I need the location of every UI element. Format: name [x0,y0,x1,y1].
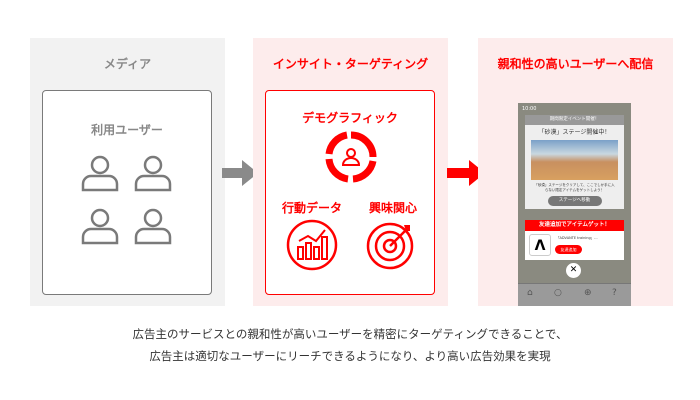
event-body: 「砂漠」ステージをクリアして、ここでしか手に入らない限定アイテムをゲットしよう！ [534,183,615,192]
targeting-panel: インサイト・ターゲティング デモグラフィック 行動データ 興味関心 [253,38,448,306]
add-friend-button[interactable]: 友達追加 [555,245,582,254]
arrow-red-icon [447,160,485,186]
users-box: 利用ユーザー [42,90,212,295]
ad-title: 友達追加でアイテムゲット！ [525,220,624,231]
targeting-box: デモグラフィック 行動データ 興味関心 [265,90,435,295]
media-title: メディア [103,57,152,71]
delivery-panel: 親和性の高いユーザーへ配信 10:00 期間限定イベント開催！ 「砂漠」ステージ… [478,38,673,306]
ad-account: 「ADVANTE training」... [556,236,598,240]
demographic-label: デモグラフィック [302,111,398,125]
phone-mockup: 10:00 期間限定イベント開催！ 「砂漠」ステージ開催中！ 「砂漠」ステージを… [518,103,631,306]
caption-line-1: 広告主のサービスとの親和性が高いユーザーを精密にターゲティングできることで、 [132,327,568,341]
help-icon[interactable]: ? [612,288,617,298]
target-icon [366,222,414,270]
app-logo-icon: Λ [529,234,551,256]
users-label: 利用ユーザー [91,123,163,137]
delivery-title: 親和性の高いユーザーへ配信 [497,57,654,71]
demographic-pie-icon [325,131,377,183]
phone-time: 10:00 [522,106,537,112]
home-icon[interactable]: ⌂ [527,288,533,298]
event-popup: 期間限定イベント開催！ 「砂漠」ステージ開催中！ 「砂漠」ステージをクリアして、… [525,115,624,209]
plus-icon[interactable]: ⊕ [584,288,592,298]
desert-image [531,140,618,180]
bottom-nav: ⌂ ○ ⊕ ? [518,283,631,306]
interest-label: 興味関心 [368,201,417,215]
arrow-gray-icon [222,160,258,186]
targeting-title: インサイト・ターゲティング [272,57,429,71]
caption-line-2: 広告主は適切なユーザーにリーチできるようになり、より高い広告効果を実現 [149,349,551,363]
ad-card: Λ 「ADVANTE training」... 友達追加 [525,231,624,260]
event-banner: 期間限定イベント開催！ [525,115,624,125]
media-panel: メディア 利用ユーザー [30,38,225,306]
users-icon [81,155,172,245]
close-icon[interactable]: ✕ [566,263,581,278]
stage-button[interactable]: ステージへ移動 [547,196,602,206]
search-icon[interactable]: ○ [554,288,562,298]
behavior-chart-icon [286,219,338,271]
behavior-label: 行動データ [281,201,342,215]
event-headline: 「砂漠」ステージ開催中！ [538,129,611,136]
